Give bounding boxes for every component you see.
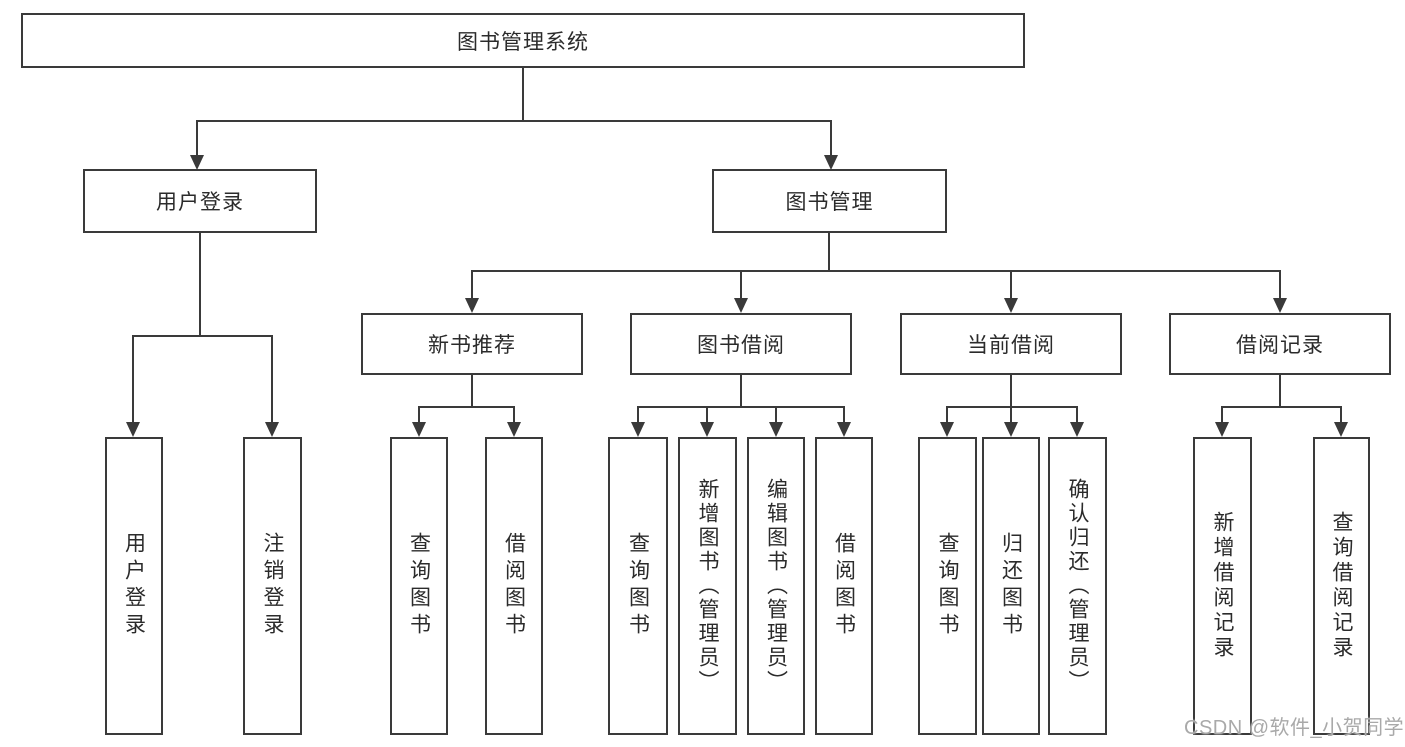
connector-cb-rail: [946, 406, 1078, 408]
connector-root-stem: [522, 68, 524, 121]
node-label: 借阅记录: [1236, 334, 1324, 357]
arrowhead: [190, 155, 204, 170]
node-label: 编辑图书（管理员）: [764, 478, 788, 694]
leaf-cb-confirm-return-admin: 确认归还（管理员）: [1048, 437, 1107, 735]
node-label: 查询图书: [936, 532, 959, 640]
node-label: 图书管理: [785, 191, 874, 214]
node-label: 归还图书: [999, 532, 1023, 640]
node-label: 新增借阅记录: [1211, 511, 1234, 661]
leaf-bb-edit-books-admin: 编辑图书（管理员）: [747, 437, 805, 735]
connector-to-bb-borrow: [843, 406, 845, 423]
connector-bb-stem: [740, 375, 742, 408]
arrowhead: [265, 422, 279, 437]
arrowhead: [837, 422, 851, 437]
connector-bb-rail: [637, 406, 844, 408]
node-label: 确认归还（管理员）: [1066, 478, 1089, 694]
arrowhead: [1004, 298, 1018, 313]
connector-to-rec-query: [418, 406, 420, 423]
connector-to-bb-add: [706, 406, 708, 423]
node-label: 借阅图书: [832, 532, 856, 640]
connector-to-leaf-user-login: [132, 335, 134, 422]
leaf-br-add-record: 新增借阅记录: [1193, 437, 1252, 735]
node-current-borrowing: 当前借阅: [900, 313, 1122, 375]
node-label: 新书推荐: [428, 334, 516, 357]
connector-br-rail: [1221, 406, 1342, 408]
leaf-cb-return-books: 归还图书: [982, 437, 1040, 735]
connector-to-current-borrow: [1010, 270, 1012, 298]
node-label: 用户登录: [122, 532, 146, 640]
connector-to-bb-query: [637, 406, 639, 423]
arrowhead: [465, 298, 479, 313]
node-label: 注销登录: [261, 532, 284, 640]
node-book-borrowing: 图书借阅: [630, 313, 852, 375]
arrowhead: [1215, 422, 1229, 437]
leaf-cb-query-books: 查询图书: [918, 437, 977, 735]
connector-to-rec-borrow: [513, 406, 515, 423]
node-new-book-recommend: 新书推荐: [361, 313, 583, 375]
arrowhead: [769, 422, 783, 437]
connector-to-cb-query: [946, 406, 948, 423]
leaf-br-query-record: 查询借阅记录: [1313, 437, 1370, 735]
watermark: CSDN @软件_小贺同学: [1184, 717, 1405, 739]
arrowhead: [1273, 298, 1287, 313]
leaf-bb-query-books: 查询图书: [608, 437, 668, 735]
connector-user-login-stem: [199, 233, 201, 335]
arrowhead: [1070, 422, 1084, 437]
connector-to-borrow-records: [1279, 270, 1281, 298]
node-book-management: 图书管理: [712, 169, 947, 233]
connector-to-cb-confirm: [1076, 406, 1078, 423]
connector-book-mgmt-rail: [471, 270, 1281, 272]
arrowhead: [824, 155, 838, 170]
connector-rec-stem: [471, 375, 473, 408]
connector-to-br-add: [1221, 406, 1223, 423]
connector-br-stem: [1279, 375, 1281, 408]
node-label: 查询图书: [407, 532, 431, 640]
connector-root-rail: [197, 120, 832, 122]
node-library-management-system: 图书管理系统: [21, 13, 1025, 68]
leaf-rec-query-books: 查询图书: [390, 437, 448, 735]
node-label: 新增图书（管理员）: [696, 478, 719, 694]
arrowhead: [507, 422, 521, 437]
arrowhead: [412, 422, 426, 437]
connector-book-mgmt-stem: [828, 233, 830, 272]
node-borrowing-records: 借阅记录: [1169, 313, 1391, 375]
leaf-bb-add-books-admin: 新增图书（管理员）: [678, 437, 737, 735]
connector-to-new-book-rec: [471, 270, 473, 298]
connector-to-book-mgmt: [830, 120, 832, 158]
arrowhead: [700, 422, 714, 437]
leaf-rec-borrow-books: 借阅图书: [485, 437, 543, 735]
connector-to-bb-edit: [775, 406, 777, 423]
connector-rec-rail: [418, 406, 514, 408]
connector-to-leaf-logout: [271, 335, 273, 422]
node-user-login: 用户登录: [83, 169, 317, 233]
connector-cb-stem: [1010, 375, 1012, 408]
node-label: 查询图书: [626, 532, 650, 640]
arrowhead: [1004, 422, 1018, 437]
node-label: 当前借阅: [967, 334, 1055, 357]
node-label: 图书借阅: [697, 334, 785, 357]
leaf-user-login: 用户登录: [105, 437, 163, 735]
node-label: 借阅图书: [502, 532, 526, 640]
connector-to-user-login: [196, 120, 198, 158]
node-label: 查询借阅记录: [1330, 511, 1353, 661]
arrowhead: [631, 422, 645, 437]
arrowhead: [940, 422, 954, 437]
leaf-logout: 注销登录: [243, 437, 302, 735]
arrowhead: [1334, 422, 1348, 437]
connector-user-login-rail: [133, 335, 273, 337]
connector-to-book-borrow: [740, 270, 742, 298]
leaf-bb-borrow-books: 借阅图书: [815, 437, 873, 735]
arrowhead: [734, 298, 748, 313]
arrowhead: [126, 422, 140, 437]
connector-to-br-query: [1340, 406, 1342, 423]
node-label: 用户登录: [156, 191, 244, 214]
node-label: 图书管理系统: [457, 30, 589, 54]
connector-to-cb-return: [1010, 406, 1012, 423]
